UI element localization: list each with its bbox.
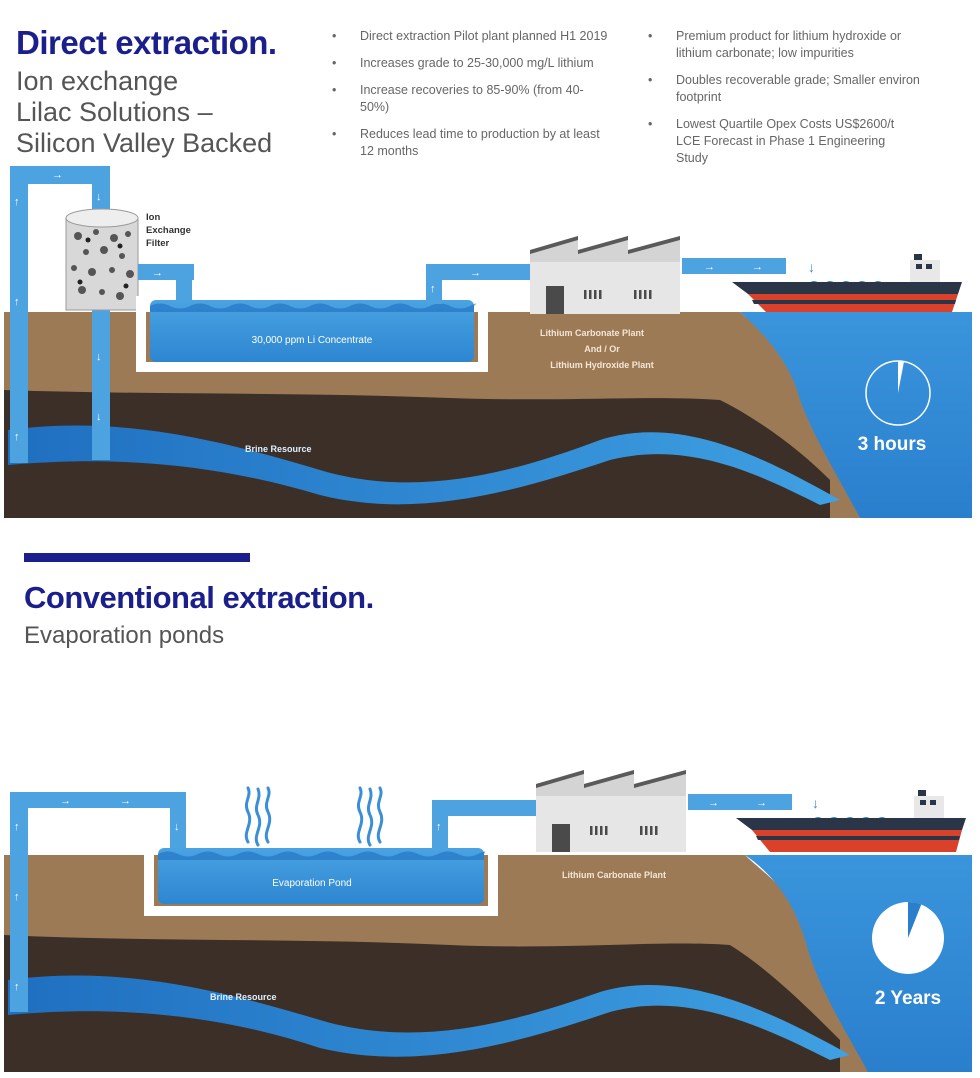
- plant-to-ship-pipe: [682, 258, 786, 274]
- arrow-right-icon: →: [752, 261, 763, 273]
- arrow-up-icon: ↑: [14, 981, 20, 993]
- time-pie-slice: [908, 902, 922, 938]
- lithium-plant-factory: [536, 770, 686, 852]
- bullet-item: Reduces lead time to production by at le…: [332, 126, 612, 160]
- concentrate-pond: [150, 300, 474, 362]
- filter-label-line: Exchange: [146, 225, 191, 236]
- conventional-extraction-title: Conventional extraction.: [24, 580, 374, 615]
- brine-pipe-up: [10, 168, 28, 463]
- ion-exchange-filter: [65, 208, 139, 311]
- arrow-up-icon: ↑: [436, 821, 442, 833]
- plant-label: Lithium Carbonate Plant: [562, 870, 666, 880]
- evaporation-pond: [158, 848, 484, 904]
- conventional-extraction-subtitle: Evaporation ponds: [24, 622, 225, 649]
- arrow-down-icon: ↓: [174, 821, 180, 833]
- arrow-up-icon: ↑: [14, 296, 20, 308]
- subtitle-line: Ion exchange: [16, 66, 179, 96]
- subtitle-line: Lilac Solutions –: [16, 97, 213, 127]
- arrow-right-icon: →: [60, 795, 71, 807]
- time-label-top: 3 hours: [858, 434, 927, 455]
- pond-wave: [158, 851, 486, 860]
- brine-pipe-down: [92, 168, 110, 210]
- arrow-up-icon: ↑: [14, 891, 20, 903]
- arrow-right-icon: →: [756, 797, 767, 809]
- evaporation-steam-icon: [244, 786, 384, 847]
- filter-label-line: Ion: [146, 212, 160, 223]
- pond-container: [144, 846, 498, 916]
- brine-pipe-top: [10, 166, 110, 184]
- bedrock-layer: [4, 390, 830, 518]
- bullet-item: Increase recoveries to 85-90% (from 40-5…: [332, 82, 612, 116]
- direct-extraction-diagram: ↑ ↑ ↑ → ↓ ↓ ↓ Ion Exchange Filter →: [4, 166, 972, 518]
- direct-extraction-title: Direct extraction.: [16, 24, 277, 61]
- pond-to-plant-pipe: [426, 264, 530, 280]
- pond-to-plant-pipe: [432, 800, 538, 816]
- bedrock-layer: [4, 935, 840, 1072]
- time-label-bottom: 2 Years: [875, 988, 941, 1009]
- pond-wave: [150, 303, 477, 312]
- arrow-right-icon: →: [704, 261, 715, 273]
- direct-extraction-subtitle: Ion exchange Lilac Solutions – Silicon V…: [16, 66, 272, 159]
- brine-pipe-top: [10, 792, 186, 808]
- cargo-ship: ↓: [736, 790, 966, 852]
- benefits-list-left: Direct extraction Pilot plant planned H1…: [332, 28, 612, 170]
- brine-label-bottom: Brine Resource: [210, 992, 277, 1002]
- plant-label-line: Lithium Hydroxide Plant: [550, 360, 654, 370]
- arrow-right-icon: →: [708, 797, 719, 809]
- arrow-up-icon: ↑: [430, 283, 436, 295]
- lithium-plant-factory: [530, 236, 680, 314]
- filter-label-line: Filter: [146, 238, 170, 249]
- bullet-item: Lowest Quartile Opex Costs US$2600/t LCE…: [648, 116, 920, 167]
- bullet-item: Premium product for lithium hydroxide or…: [648, 28, 920, 62]
- arrow-up-icon: ↑: [14, 196, 20, 208]
- arrow-down-icon: ↓: [96, 191, 102, 203]
- arrow-up-icon: ↑: [14, 431, 20, 443]
- brine-pipe-down: [170, 792, 186, 852]
- benefits-list-right: Premium product for lithium hydroxide or…: [648, 28, 920, 177]
- time-pie-slice: [898, 361, 904, 393]
- bullet-item: Increases grade to 25-30,000 mg/L lithiu…: [332, 55, 612, 72]
- return-pipe: [92, 310, 110, 460]
- conventional-extraction-diagram: ↑ ↑ ↑ → → ↓ Evaporation Pond ↑: [4, 770, 972, 1072]
- arrow-down-icon: ↓: [812, 795, 819, 811]
- bullet-item: Doubles recoverable grade; Smaller envir…: [648, 72, 920, 106]
- arrow-down-icon: ↓: [96, 351, 102, 363]
- arrow-right-icon: →: [470, 267, 481, 279]
- section-divider-bar: [24, 553, 250, 562]
- arrow-down-icon: ↓: [808, 259, 815, 275]
- brine-pipe-up: [10, 792, 28, 1012]
- arrow-right-icon: →: [52, 169, 63, 181]
- subtitle-line: Silicon Valley Backed: [16, 128, 273, 158]
- arrow-down-icon: ↓: [96, 411, 102, 423]
- plant-label-line: And / Or: [584, 344, 620, 354]
- time-pie-bottom: [872, 902, 944, 974]
- arrow-up-icon: ↑: [14, 821, 20, 833]
- brine-label-top: Brine Resource: [245, 444, 312, 454]
- pond-label: 30,000 ppm Li Concentrate: [252, 335, 373, 346]
- plant-label-line: Lithium Carbonate Plant: [540, 328, 644, 338]
- filter-to-pond-pipe-down: [176, 264, 192, 304]
- arrow-right-icon: →: [120, 795, 131, 807]
- pond-label: Evaporation Pond: [272, 878, 352, 889]
- bullet-item: Direct extraction Pilot plant planned H1…: [332, 28, 612, 45]
- pond-container: [136, 296, 488, 372]
- cargo-ship: ↓: [732, 254, 962, 312]
- plant-to-ship-pipe: [688, 794, 792, 810]
- arrow-right-icon: →: [152, 267, 163, 279]
- brine-resource: [8, 975, 850, 1060]
- brine-resource: [8, 425, 840, 505]
- time-pie-top: [865, 360, 931, 426]
- ocean: [740, 312, 972, 518]
